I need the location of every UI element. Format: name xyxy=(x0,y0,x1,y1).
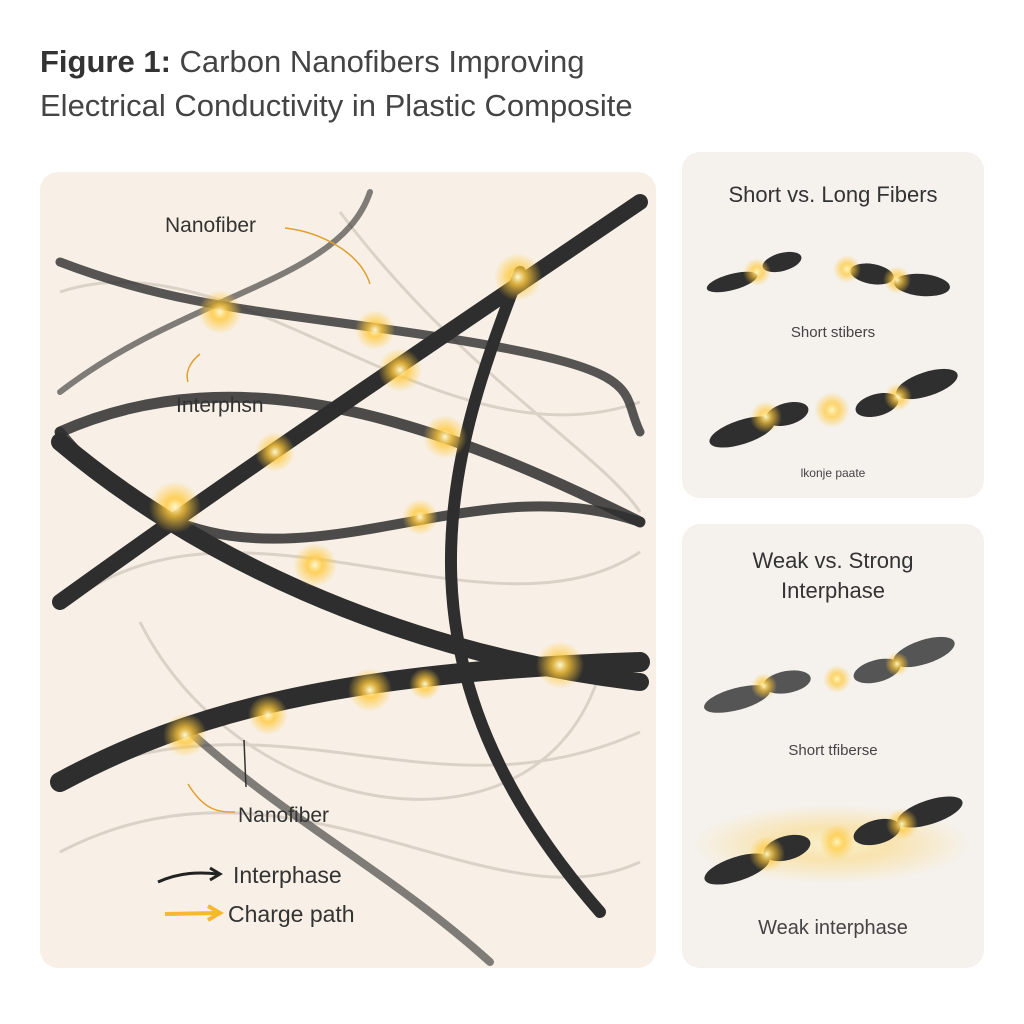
legend-charge-path: Charge path xyxy=(228,901,355,927)
legend-interphase: Interphase xyxy=(233,862,342,888)
title-line-1: Carbon Nanofibers Improving xyxy=(179,44,585,79)
interphase-comparison-illustration xyxy=(692,636,972,885)
short-vs-long-panel: Short vs. Long Fibers Short stibers lkon… xyxy=(682,152,984,498)
background-fibers xyxy=(59,211,642,879)
figure-title: Figure 1: Carbon Nanofibers Improving El… xyxy=(40,40,633,128)
panel-title-line-1: Weak vs. Strong xyxy=(752,548,914,573)
caption-short-fibers: Short stibers xyxy=(790,324,876,341)
nanofiber-network-panel: Nanofiber Interphsn Nanofiber Interphase… xyxy=(40,172,656,968)
fiber-comparison-illustration xyxy=(706,251,958,448)
arrow-icon xyxy=(243,739,247,788)
nanofiber-label-top: Nanofiber xyxy=(165,214,257,237)
caption-short-fibers: Short tfiberse xyxy=(788,742,878,759)
main-fibers xyxy=(50,189,650,966)
interphase-label: Interphsn xyxy=(176,394,264,417)
title-line-2: Electrical Conductivity in Plastic Compo… xyxy=(40,88,633,123)
nanofiber-label-bottom: Nanofiber xyxy=(238,804,330,827)
panel-title-line-2: Interphase xyxy=(781,578,885,603)
charge-glow-points xyxy=(149,253,584,757)
caption-weak-interphase: Weak interphase xyxy=(758,917,908,939)
legend-interphase-arrow-icon xyxy=(157,871,219,884)
figure-label: Figure 1: xyxy=(40,44,171,79)
legend-charge-arrow-icon xyxy=(164,911,219,916)
caption-long-path: lkonje paate xyxy=(800,466,866,480)
panel-title: Short vs. Long Fibers xyxy=(728,182,938,207)
weak-vs-strong-interphase-panel: Weak vs. Strong Interphase Short tfibers… xyxy=(682,524,984,968)
label-arrows xyxy=(186,227,371,813)
nanofiber-network-illustration xyxy=(50,189,650,966)
